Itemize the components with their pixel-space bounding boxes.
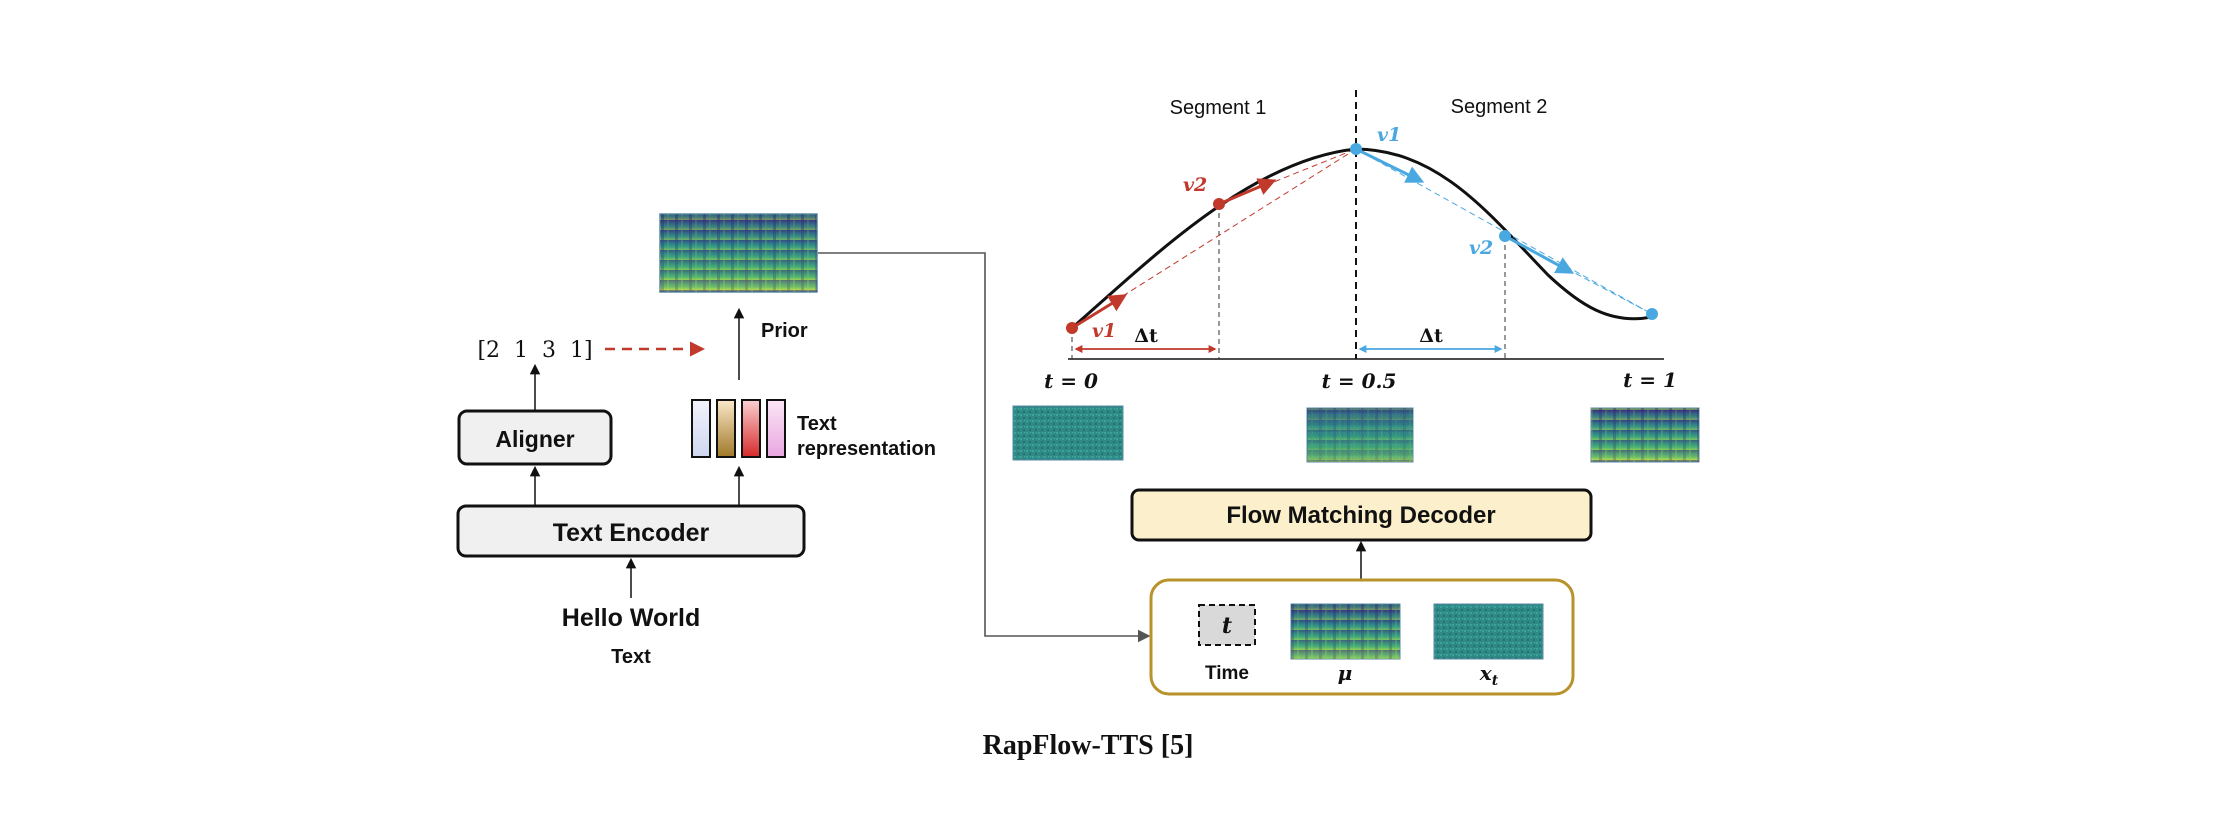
segment2-chord bbox=[1504, 235, 1653, 315]
representation-bar bbox=[691, 399, 711, 458]
decoder-inputs: t Time μ xt bbox=[1149, 578, 1575, 696]
durations-label: [2 1 3 1] bbox=[477, 338, 592, 363]
flow-matching-decoder: Flow Matching Decoder bbox=[1130, 488, 1593, 542]
input-caption: Text bbox=[611, 646, 651, 668]
representation-bar bbox=[716, 399, 736, 458]
aligner-label: Aligner bbox=[495, 426, 574, 452]
v1-blue-label: v1 bbox=[1377, 124, 1401, 146]
t1-label: t = 1 bbox=[1623, 368, 1677, 392]
text-representation-label-1: Text bbox=[797, 413, 837, 435]
delta-t-label: Δt bbox=[1419, 325, 1443, 347]
trajectory-curve bbox=[1071, 147, 1653, 330]
prior-spectrogram bbox=[659, 213, 818, 293]
curve-point-blue bbox=[1499, 230, 1511, 242]
decoder-inputs-box bbox=[1149, 578, 1575, 696]
input-text: Hello World bbox=[562, 604, 700, 632]
curve-point-red bbox=[1066, 322, 1078, 334]
velocity-arrow-blue bbox=[1504, 234, 1575, 274]
t05-label: t = 0.5 bbox=[1322, 369, 1397, 393]
segment-1-label: Segment 1 bbox=[1170, 97, 1267, 119]
velocity-arrow-red bbox=[1218, 178, 1277, 206]
decoder-box bbox=[1130, 488, 1593, 542]
xt-spectrogram bbox=[1433, 603, 1544, 660]
text-encoder-box bbox=[456, 504, 806, 558]
delta-t-label: Δt bbox=[1134, 325, 1158, 347]
curve-point-blue bbox=[1350, 143, 1362, 155]
velocity-arrow-blue bbox=[1355, 147, 1425, 183]
segment-2-label: Segment 2 bbox=[1451, 96, 1548, 118]
target-spectrogram bbox=[1590, 407, 1700, 463]
segment2-chord bbox=[1355, 148, 1653, 315]
xt-caption: xt bbox=[1479, 661, 1499, 689]
time-input-caption: Time bbox=[1205, 663, 1249, 684]
figure-caption: RapFlow-TTS [5] bbox=[983, 730, 1194, 761]
representation-bar bbox=[766, 399, 786, 458]
aligner-block: Aligner bbox=[457, 409, 613, 466]
mu-spectrogram bbox=[1290, 603, 1401, 660]
mid-spectrogram bbox=[1306, 407, 1414, 463]
prior-to-decoder-connector bbox=[818, 252, 1151, 643]
text-encoder-block: Text Encoder bbox=[456, 504, 806, 558]
noise-spectrogram bbox=[1012, 405, 1124, 461]
representation-bar bbox=[741, 399, 761, 458]
time-input-symbol: t bbox=[1222, 613, 1232, 639]
xt-sub: t bbox=[1492, 673, 1499, 689]
text-representation-label-2: representation bbox=[797, 438, 936, 460]
v2-blue-label: v2 bbox=[1469, 237, 1493, 259]
text-encoder-label: Text Encoder bbox=[553, 519, 710, 547]
decoder-label: Flow Matching Decoder bbox=[1226, 502, 1495, 529]
curve-point-blue bbox=[1646, 308, 1658, 320]
xt-main: x bbox=[1479, 661, 1493, 685]
curve-point-red bbox=[1213, 198, 1225, 210]
v1-red-label: v1 bbox=[1092, 320, 1116, 342]
v2-red-label: v2 bbox=[1183, 174, 1207, 196]
t0-label: t = 0 bbox=[1044, 369, 1098, 393]
time-input-box bbox=[1198, 604, 1256, 646]
velocity-arrow-red bbox=[1071, 294, 1128, 330]
trajectory-plot: Segment 1 Segment 2 v1 v2 v1 v2 Δt bbox=[1044, 90, 1677, 393]
prior-label: Prior bbox=[761, 320, 808, 342]
aligner-box bbox=[457, 409, 613, 466]
mu-caption: μ bbox=[1338, 661, 1353, 685]
text-representation bbox=[691, 399, 786, 458]
